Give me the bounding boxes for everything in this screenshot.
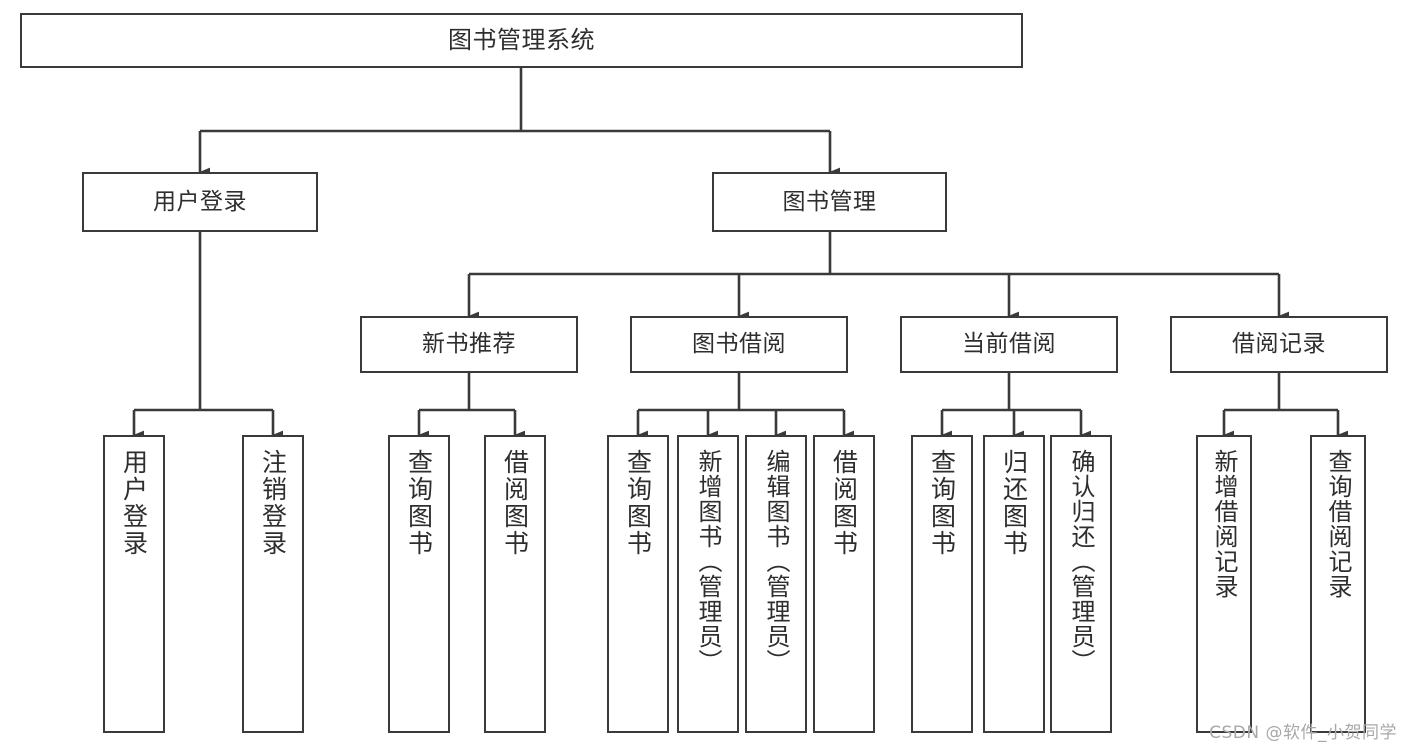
node-label: 编辑图书（管理员） [762,449,790,674]
node-book-manage[interactable]: 图书管理 [712,172,947,232]
node-leaf-edit-book-admin[interactable]: 编辑图书（管理员） [745,435,807,733]
node-label: 借阅图书 [500,449,530,557]
node-leaf-return-book[interactable]: 归还图书 [983,435,1045,733]
node-book-borrow[interactable]: 图书借阅 [630,316,848,373]
node-current-borrow[interactable]: 当前借阅 [900,316,1118,373]
node-label: 借阅图书 [829,449,859,557]
node-leaf-borrow-book-1[interactable]: 借阅图书 [484,435,546,733]
node-leaf-borrow-book-2[interactable]: 借阅图书 [813,435,875,733]
node-label: 查询图书 [623,449,653,557]
node-label: 新增图书（管理员） [694,449,722,674]
node-label: 借阅记录 [1232,331,1326,358]
node-label: 图书管理系统 [448,25,595,54]
node-leaf-query-borrow-record[interactable]: 查询借阅记录 [1310,435,1366,733]
watermark-text: CSDN @软件_小贺同学 [1209,723,1397,743]
node-label: 用户登录 [153,188,247,215]
node-new-book-recommend[interactable]: 新书推荐 [360,316,578,373]
node-leaf-add-book-admin[interactable]: 新增图书（管理员） [677,435,739,733]
node-label: 注销登录 [258,449,288,557]
node-user-login[interactable]: 用户登录 [82,172,318,232]
node-label: 确认归还（管理员） [1067,449,1095,674]
node-leaf-confirm-return-admin[interactable]: 确认归还（管理员） [1050,435,1112,733]
node-label: 图书借阅 [692,331,786,358]
node-label: 新增借阅记录 [1210,449,1238,599]
node-label: 图书管理 [782,188,877,215]
node-leaf-query-book-1[interactable]: 查询图书 [388,435,450,733]
node-label: 归还图书 [999,449,1029,557]
node-label: 当前借阅 [962,331,1056,358]
node-label: 查询图书 [927,449,957,557]
node-leaf-add-borrow-record[interactable]: 新增借阅记录 [1196,435,1252,733]
node-label: 新书推荐 [422,331,516,358]
node-leaf-user-login[interactable]: 用户登录 [103,435,165,733]
node-leaf-query-book-3[interactable]: 查询图书 [911,435,973,733]
node-leaf-query-book-2[interactable]: 查询图书 [607,435,669,733]
node-leaf-logout-login[interactable]: 注销登录 [242,435,304,733]
node-label: 查询借阅记录 [1324,449,1352,599]
node-root-system[interactable]: 图书管理系统 [20,13,1023,68]
node-label: 查询图书 [404,449,434,557]
node-label: 用户登录 [119,449,149,557]
node-borrow-record[interactable]: 借阅记录 [1170,316,1388,373]
